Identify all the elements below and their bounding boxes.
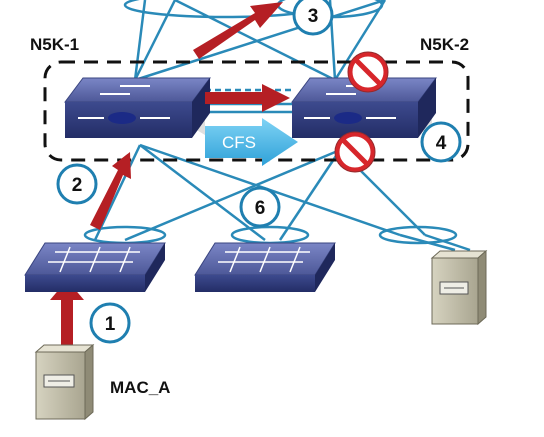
step-label: 4 xyxy=(436,133,447,154)
step-marker: 4 xyxy=(420,121,462,163)
cfs-arrow xyxy=(205,118,298,166)
host-label: MAC_A xyxy=(110,378,170,397)
step-label: 2 xyxy=(72,175,83,196)
fabric-extender-icon xyxy=(24,242,166,292)
prohibited-icon xyxy=(347,51,389,93)
flow-arrows xyxy=(50,2,290,355)
step-label: 1 xyxy=(105,314,116,335)
fabric-extender-icon xyxy=(194,242,336,292)
step-label: 3 xyxy=(308,6,319,27)
server-tower-icon xyxy=(430,249,488,326)
vpc-domain-box xyxy=(43,60,470,162)
step-label: 6 xyxy=(255,198,266,219)
step-marker: 2 xyxy=(56,163,98,205)
step-marker: 6 xyxy=(239,186,281,228)
step-marker: 1 xyxy=(89,302,131,344)
links xyxy=(83,0,471,252)
prohibited-icon xyxy=(334,131,376,173)
switch-label-left: N5K-1 xyxy=(30,35,79,54)
server-tower-icon xyxy=(34,343,95,421)
multilayer-switch-icon xyxy=(64,77,211,138)
switch-label-right: N5K-2 xyxy=(420,35,469,54)
step-marker: 3 xyxy=(292,0,334,36)
cfs-label: CFS xyxy=(222,133,256,152)
